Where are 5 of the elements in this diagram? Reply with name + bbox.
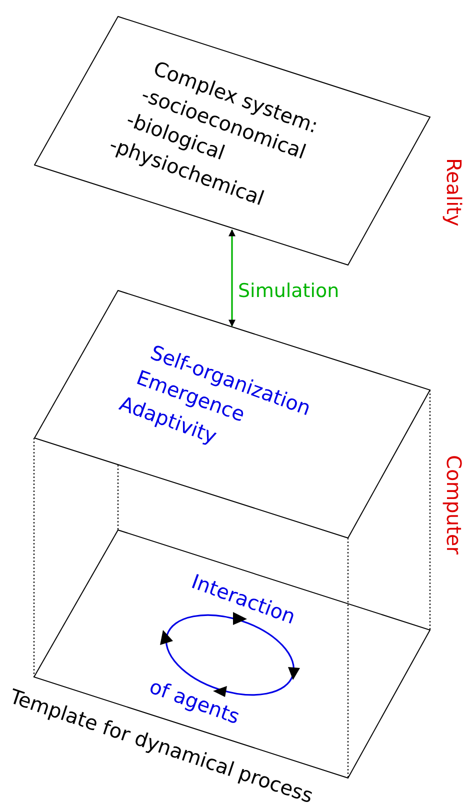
drawing-label: of agents [147,676,242,727]
side-label: Reality [444,158,463,226]
edge-label: Simulation [238,282,340,301]
side-label: Computer [444,455,463,554]
double-arrow [228,229,236,327]
